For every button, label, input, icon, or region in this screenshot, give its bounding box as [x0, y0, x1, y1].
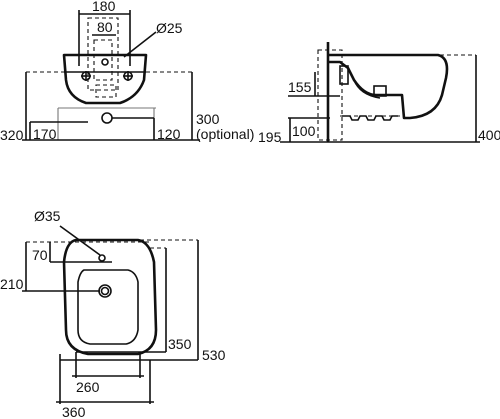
dim-side-400: 400 — [478, 127, 500, 143]
front-waste-outlet — [101, 112, 113, 124]
dim-top-70: 70 — [32, 247, 48, 263]
dim-top-210: 210 — [0, 276, 24, 292]
side-bracket — [342, 115, 398, 121]
top-tap-hole — [98, 254, 106, 262]
dim-front-120: 120 — [157, 126, 181, 142]
dim-top-360: 360 — [62, 404, 86, 419]
dim-side-100: 100 — [292, 123, 316, 139]
side-bowl-outline — [328, 53, 449, 120]
dim-front-dia25: Ø25 — [156, 20, 183, 36]
dim-front-320: 320 — [0, 127, 24, 143]
dim-top-530: 530 — [202, 347, 226, 363]
top-inner-bowl — [77, 269, 139, 345]
dim-front-300: 300 — [196, 111, 220, 127]
dim-top-260: 260 — [76, 379, 100, 395]
top-bowl-outline — [62, 238, 158, 356]
dim-front-180: 180 — [92, 0, 116, 14]
dim-front-80: 80 — [97, 19, 113, 35]
front-bowl-outline — [62, 53, 148, 105]
dim-side-195: 195 — [258, 129, 282, 145]
dim-front-170: 170 — [33, 126, 57, 142]
front-view: 180 80 Ø25 320 170 120 300 (optional) — [0, 0, 254, 143]
dim-top-dia35: Ø35 — [34, 208, 61, 224]
side-tap-block — [339, 65, 349, 85]
dim-front-optional: (optional) — [196, 126, 254, 142]
top-view: Ø35 70 210 350 530 260 360 — [0, 208, 226, 419]
dim-top-350: 350 — [168, 336, 192, 352]
side-view: 155 195 100 400 — [258, 42, 500, 145]
dim-side-155: 155 — [288, 79, 312, 95]
front-tap-hole — [101, 58, 109, 66]
